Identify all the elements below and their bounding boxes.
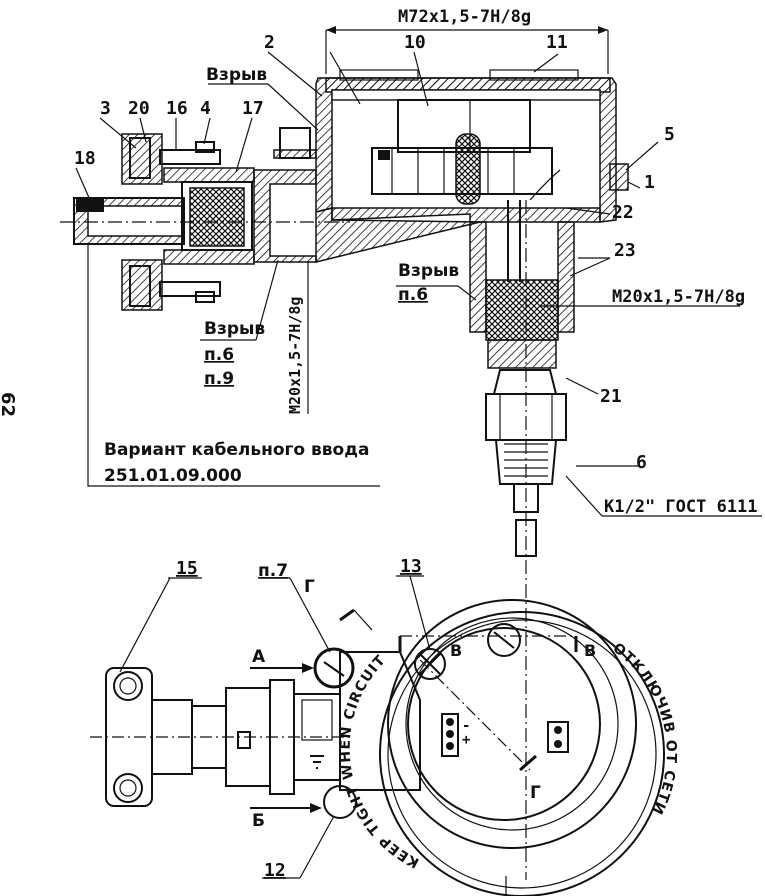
- variant-line1: Вариант кабельного ввода: [104, 440, 369, 460]
- arrow-b-label: Б: [252, 811, 265, 831]
- svg-text:+: +: [462, 732, 470, 748]
- callout-3: 3: [100, 98, 111, 119]
- callout-1: 1: [644, 172, 655, 193]
- thread-top-label: M72x1,5-7H/8g: [398, 7, 531, 27]
- section-v-right: В: [584, 641, 596, 660]
- section-view: [60, 26, 762, 880]
- svg-text:ОТКЛЮЧИВ ОТ СЕТИ: ОТКЛЮЧИВ ОТ СЕТИ: [610, 640, 679, 817]
- callout-22: 22: [612, 202, 634, 223]
- callout-12: 12: [264, 860, 286, 881]
- callout-21: 21: [600, 386, 622, 407]
- p7-label: п.7: [258, 561, 288, 581]
- p6-label-a: п.6: [204, 345, 234, 365]
- section-g-top: Г: [304, 577, 315, 597]
- callout-17: 17: [242, 98, 264, 119]
- callout-20: 20: [128, 98, 150, 119]
- variant-line2: 251.01.09.000: [104, 466, 242, 486]
- vzryv-label-3: Взрыв: [204, 319, 265, 339]
- callout-4: 4: [200, 98, 211, 119]
- ring-text-right: ОТКЛЮЧИВ ОТ СЕТИ: [610, 640, 678, 817]
- top-view: KEEP TIGHT WHEN CIRCUIT ОТКЛЮЧИВ ОТ СЕТИ…: [90, 575, 679, 896]
- callout-18: 18: [74, 148, 96, 169]
- thread-side-label: M20x1,5-7H/8g: [286, 297, 304, 414]
- callout-5: 5: [664, 124, 675, 145]
- labels-layer: M72x1,5-7H/8g Взрыв M20x1,5-7H/8g Взрыв …: [0, 7, 758, 881]
- vzryv-label-2: Взрыв: [398, 261, 459, 281]
- callout-23: 23: [614, 240, 636, 261]
- p9-label: п.9: [204, 369, 234, 389]
- svg-text:-: -: [462, 718, 470, 734]
- vzryv-label-1: Взрыв: [206, 65, 267, 85]
- callout-6: 6: [636, 452, 647, 473]
- callout-15: 15: [176, 558, 198, 579]
- section-v-left: В: [450, 641, 462, 660]
- p6-label-b: п.6: [398, 285, 428, 305]
- section-g-bottom: Г: [530, 783, 541, 803]
- callout-2: 2: [264, 32, 275, 53]
- thread-bottom-label: M20x1,5-7H/8g: [612, 287, 745, 307]
- page-number: 62: [0, 392, 18, 417]
- callout-16: 16: [166, 98, 188, 119]
- arrow-a-label: А: [252, 647, 266, 667]
- thread-k-label: K1/2" ГОСТ 6111: [604, 497, 758, 517]
- callout-10: 10: [404, 32, 426, 53]
- callout-11: 11: [546, 32, 568, 53]
- callout-13: 13: [400, 556, 422, 577]
